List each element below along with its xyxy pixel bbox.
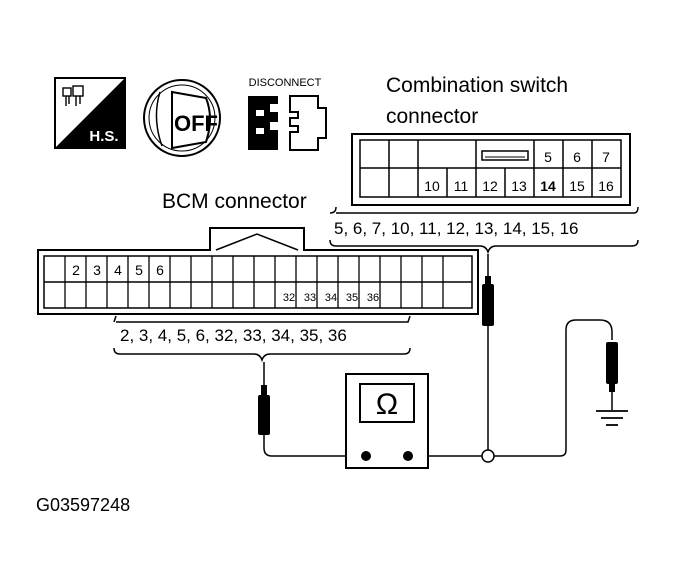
off-label: OFF bbox=[174, 111, 218, 136]
ground-symbol-icon bbox=[596, 410, 628, 426]
disconnect-label: DISCONNECT bbox=[249, 77, 322, 89]
combination-switch-pins-label: 5, 6, 7, 10, 11, 12, 13, 14, 15, 16 bbox=[334, 219, 578, 238]
junction-node bbox=[481, 449, 495, 463]
probe-ground-icon bbox=[606, 342, 618, 392]
cs-pin-7: 7 bbox=[602, 149, 610, 165]
cs-pin-12: 12 bbox=[482, 178, 498, 194]
ohm-symbol: Ω bbox=[376, 388, 398, 421]
cs-pin-16: 16 bbox=[598, 178, 614, 194]
cs-pin-6: 6 bbox=[573, 149, 581, 165]
bcm-pin-34: 34 bbox=[325, 292, 337, 304]
bcm-pin-2: 2 bbox=[72, 262, 80, 278]
disconnect-icon: DISCONNECT bbox=[248, 77, 327, 151]
bcm-connector: 2 3 4 5 6 32 33 34 35 36 bbox=[37, 227, 479, 315]
combination-switch-bracket bbox=[329, 206, 639, 214]
combination-switch-title-line1: Combination switch bbox=[386, 74, 568, 97]
probe-left-icon bbox=[258, 385, 270, 435]
ohm-meter-icon: Ω bbox=[345, 373, 429, 469]
probe-middle-icon bbox=[482, 276, 494, 326]
cs-pin-13: 13 bbox=[511, 178, 527, 194]
hs-label: H.S. bbox=[89, 128, 118, 145]
cs-pin-10: 10 bbox=[424, 178, 440, 194]
bcm-pin-36: 36 bbox=[367, 292, 379, 304]
meter-terminal-right bbox=[403, 451, 413, 461]
bcm-pin-5: 5 bbox=[135, 262, 143, 278]
bcm-pin-6: 6 bbox=[156, 262, 164, 278]
bcm-pin-33: 33 bbox=[304, 292, 316, 304]
bcm-pin-35: 35 bbox=[346, 292, 358, 304]
bcm-pins-label: 2, 3, 4, 5, 6, 32, 33, 34, 35, 36 bbox=[120, 326, 347, 345]
bcm-brace bbox=[113, 347, 411, 363]
bcm-title: BCM connector bbox=[162, 190, 307, 213]
meter-terminal-left bbox=[361, 451, 371, 461]
cs-pin-15: 15 bbox=[569, 178, 585, 194]
figure-code: G03597248 bbox=[36, 495, 130, 515]
combination-switch-title-line2: connector bbox=[386, 105, 478, 128]
bcm-pin-4: 4 bbox=[114, 262, 122, 278]
cs-pin-11: 11 bbox=[454, 178, 469, 194]
combination-switch-brace bbox=[329, 239, 639, 255]
bcm-pin-3: 3 bbox=[93, 262, 101, 278]
harness-hs-icon: H.S. bbox=[54, 77, 126, 149]
bcm-pin-32: 32 bbox=[283, 292, 295, 304]
ignition-off-icon: OFF bbox=[143, 79, 221, 157]
cs-pin-14: 14 bbox=[540, 178, 556, 194]
combination-switch-connector: 5 6 7 10 11 12 13 14 15 16 bbox=[351, 133, 631, 206]
cs-pin-5: 5 bbox=[544, 149, 552, 165]
bcm-bracket bbox=[113, 315, 411, 323]
